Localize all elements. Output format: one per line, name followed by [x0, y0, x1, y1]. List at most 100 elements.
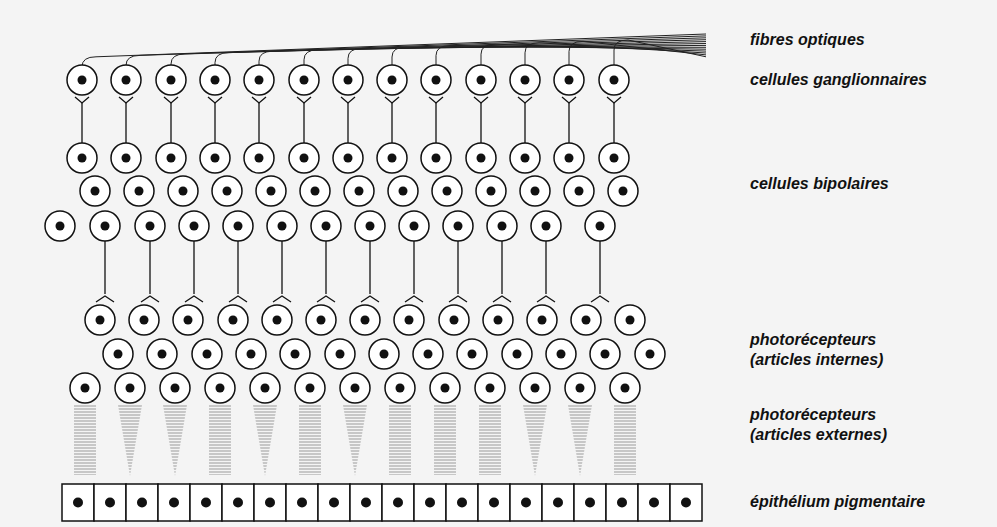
photoreceptor-cell	[430, 373, 460, 403]
dendrite-line	[325, 241, 326, 294]
cell-nucleus	[203, 350, 212, 359]
bipolar-cell	[585, 211, 615, 241]
photoreceptor-cell	[590, 339, 620, 369]
pigment-cell	[350, 484, 382, 521]
photoreceptor-cell	[413, 339, 443, 369]
cell-nucleus	[565, 154, 574, 163]
bipolar-cell	[267, 211, 297, 241]
bipolar-cell	[333, 143, 363, 173]
cell-nucleus	[575, 187, 584, 196]
pigment-cell	[670, 484, 702, 521]
ganglion-cell	[421, 65, 451, 95]
synapse	[385, 97, 399, 103]
cell-nucleus	[585, 498, 595, 508]
pigment-cell	[382, 484, 414, 521]
cell-nucleus	[169, 498, 179, 508]
optic-fibre	[171, 38, 706, 65]
ganglion-cell	[111, 65, 141, 95]
cell-nucleus	[366, 222, 375, 231]
axon-line	[303, 103, 304, 143]
axon-line	[170, 103, 171, 143]
cell-nucleus	[247, 350, 256, 359]
photoreceptor-cell	[173, 305, 203, 335]
bipolar-cell	[135, 211, 165, 241]
photoreceptor-cell	[218, 305, 248, 335]
layer-label: cellules ganglionnaires	[750, 70, 935, 90]
cell-nucleus	[610, 154, 619, 163]
cell-nucleus	[105, 498, 115, 508]
axon-line	[391, 103, 392, 143]
cell-nucleus	[234, 222, 243, 231]
synapse	[141, 296, 159, 302]
dendrite-line	[457, 241, 458, 294]
cell-nucleus	[167, 76, 176, 85]
cell-nucleus	[101, 222, 110, 231]
ganglion-cell	[377, 65, 407, 95]
cell-nucleus	[681, 498, 691, 508]
photoreceptor-cell	[527, 305, 557, 335]
optic-fibre	[481, 44, 706, 65]
photoreceptor-cell	[635, 339, 665, 369]
synapse	[341, 97, 355, 103]
cell-nucleus	[306, 384, 315, 393]
synapse	[96, 296, 114, 302]
photoreceptor-cell	[571, 305, 601, 335]
cell-nucleus	[311, 187, 320, 196]
bipolar-cell	[608, 176, 638, 206]
photoreceptor-cell	[147, 339, 177, 369]
rod-outer-segment	[74, 405, 96, 475]
pigment-cell	[94, 484, 126, 521]
cell-nucleus	[78, 76, 87, 85]
dendrite-line	[545, 241, 546, 294]
photoreceptor-cell	[565, 373, 595, 403]
axon-line	[125, 103, 126, 143]
cell-nucleus	[211, 154, 220, 163]
cell-nucleus	[273, 316, 282, 325]
ganglion-cell	[466, 65, 496, 95]
photoreceptor-cell	[483, 305, 513, 335]
cone-outer-segment	[118, 405, 142, 476]
synapse	[208, 97, 222, 103]
bipolar-cell	[554, 143, 584, 173]
synapse	[449, 296, 467, 302]
cell-nucleus	[596, 222, 605, 231]
bipolar-cell	[200, 143, 230, 173]
optic-fibre	[259, 42, 706, 65]
axon-line	[613, 103, 614, 143]
rod-outer-segment	[479, 405, 501, 475]
pigment-cell	[158, 484, 190, 521]
cell-nucleus	[582, 316, 591, 325]
axon-line	[258, 103, 259, 143]
synapse	[252, 97, 266, 103]
cell-nucleus	[300, 76, 309, 85]
dendrite-line	[281, 241, 282, 294]
cell-nucleus	[91, 187, 100, 196]
layer-label: épithélium pigmentaire	[750, 492, 935, 512]
bipolar-cell	[80, 176, 110, 206]
cell-nucleus	[255, 154, 264, 163]
photoreceptor-cell	[439, 305, 469, 335]
photoreceptor-cell	[520, 373, 550, 403]
layer-label: photorécepteurs (articles externes)	[750, 405, 935, 445]
bipolar-cell	[300, 176, 330, 206]
ganglion-cell	[554, 65, 584, 95]
photoreceptor-cell	[70, 373, 100, 403]
bipolar-cell	[168, 176, 198, 206]
optic-fibre	[525, 43, 706, 65]
photoreceptor-cell	[192, 339, 222, 369]
photoreceptor-cell	[236, 339, 266, 369]
bipolar-cell	[377, 143, 407, 173]
cell-nucleus	[388, 154, 397, 163]
pigment-cell	[478, 484, 510, 521]
cone-outer-segment	[523, 405, 547, 476]
cell-nucleus	[137, 498, 147, 508]
synapse	[493, 296, 511, 302]
synapse	[405, 296, 423, 302]
photoreceptor-cell	[262, 305, 292, 335]
pigment-cell	[62, 484, 94, 521]
photoreceptor-cell	[457, 339, 487, 369]
bipolar-cell	[111, 143, 141, 173]
cone-outer-segment	[343, 405, 367, 476]
cell-nucleus	[336, 350, 345, 359]
bipolar-cell	[564, 176, 594, 206]
